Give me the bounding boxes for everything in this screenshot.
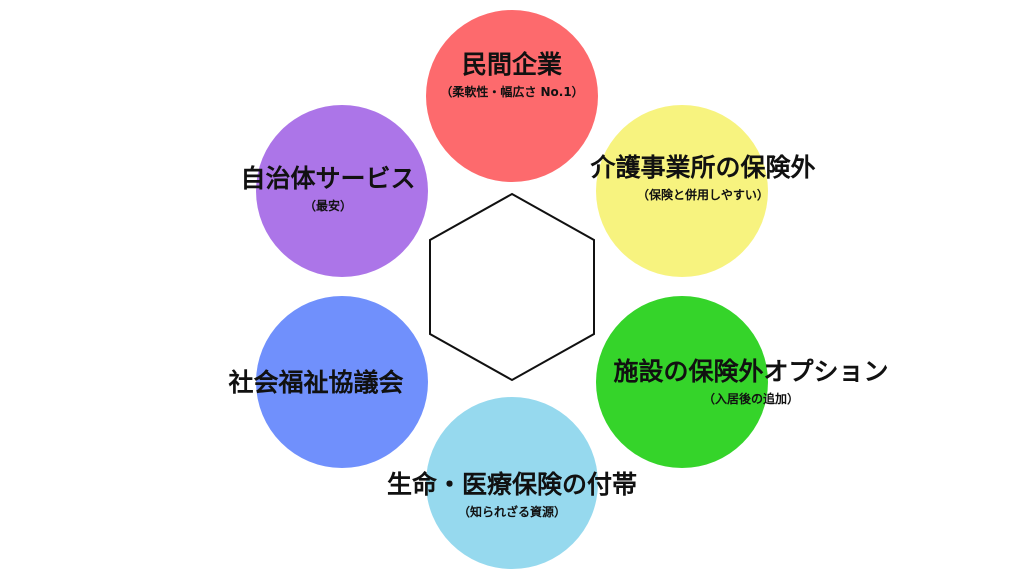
node-title: 自治体サービス	[240, 164, 416, 193]
circle-jichitai	[256, 105, 428, 277]
node-kaigo: 介護事業所の保険外 （保険と併用しやすい）	[590, 153, 815, 203]
node-subtitle: （入居後の追加）	[702, 392, 800, 406]
node-shisetsu: 施設の保険外オプション （入居後の追加）	[613, 357, 888, 407]
node-subtitle: （柔軟性・幅広さ No.1）	[440, 85, 584, 99]
circle-seimei	[426, 397, 598, 569]
node-jichitai: 自治体サービス （最安）	[240, 164, 415, 214]
node-seimei: 生命・医療保険の付帯 （知られざる資源）	[387, 470, 637, 520]
node-title: 生命・医療保険の付帯	[386, 470, 638, 499]
node-title: 介護事業所の保険外	[590, 153, 816, 182]
center-hexagon	[429, 192, 595, 382]
circle-shakyo	[256, 296, 428, 468]
node-subtitle: （最安）	[303, 199, 353, 213]
node-subtitle: （知られざる資源）	[457, 505, 567, 519]
circle-minkan	[426, 10, 598, 182]
circle-shisetsu	[596, 296, 768, 468]
node-title: 施設の保険外オプション	[613, 357, 889, 386]
node-shakyo: 社会福祉協議会	[228, 368, 403, 398]
circle-kaigo	[596, 105, 768, 277]
node-title: 社会福祉協議会	[228, 368, 404, 397]
node-minkan: 民間企業 （柔軟性・幅広さ No.1）	[440, 50, 583, 100]
node-subtitle: （保険と併用しやすい）	[637, 188, 769, 202]
node-title: 民間企業	[461, 50, 562, 79]
